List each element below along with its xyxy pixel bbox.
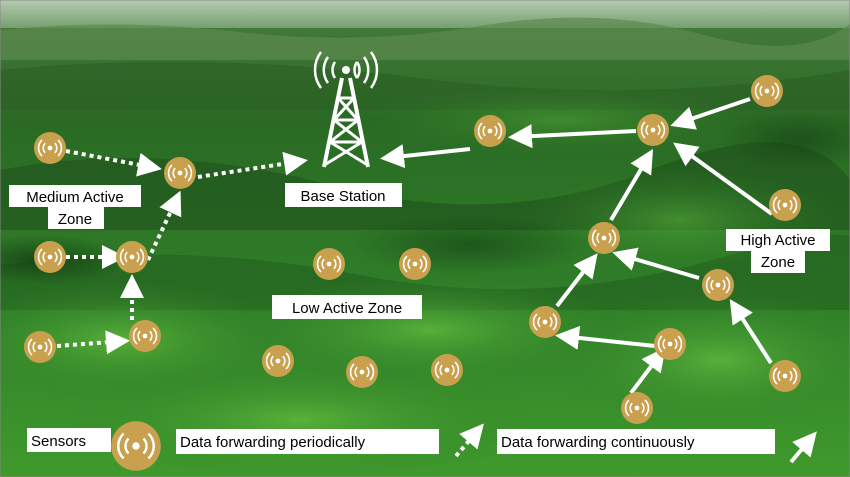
low-zone-label: Low Active Zone — [272, 295, 422, 319]
svg-text:Base Station: Base Station — [300, 188, 385, 205]
legend-continuous: Data forwarding continuously — [497, 429, 817, 464]
svg-text:Sensors: Sensors — [31, 433, 86, 450]
sensor-icon — [261, 344, 295, 378]
sensor-icon — [115, 240, 149, 274]
continuous-link — [555, 253, 598, 308]
sensor-icon — [750, 74, 784, 108]
svg-text:Zone: Zone — [761, 254, 795, 271]
sensor-broadcast-icon — [109, 419, 163, 473]
continuous-link — [673, 142, 774, 216]
continuous-link — [612, 247, 700, 280]
sensor-icon — [653, 327, 687, 361]
continuous-link — [729, 298, 773, 365]
solid-arrow-icon — [789, 431, 817, 464]
sensor-icon — [473, 114, 507, 148]
sensor-icon — [128, 319, 162, 353]
periodic-link — [146, 190, 182, 261]
sensor-icon — [620, 391, 654, 425]
continuous-link — [508, 124, 637, 149]
sensor-icon — [33, 240, 67, 274]
svg-text:Low Active Zone: Low Active Zone — [292, 300, 402, 317]
sensor-icon — [528, 305, 562, 339]
base-station-label: Base Station — [285, 183, 402, 207]
continuous-links — [380, 97, 774, 395]
sensor-icon — [23, 330, 57, 364]
periodic-link — [56, 330, 130, 355]
medium-zone-label: Medium Active Zone — [9, 185, 141, 229]
sensor-icon — [430, 353, 464, 387]
sensor-icon — [33, 131, 67, 165]
legend-sensors: Sensors — [27, 419, 163, 473]
sensor-icon — [768, 359, 802, 393]
continuous-link — [609, 148, 654, 222]
sensor-icon — [398, 247, 432, 281]
svg-text:Data forwarding continuously: Data forwarding continuously — [501, 434, 695, 451]
high-zone-label: High Active Zone — [726, 229, 830, 273]
sensor-icon — [312, 247, 346, 281]
base-station-tower-icon — [313, 51, 379, 168]
sensor-icon — [587, 221, 621, 255]
continuous-link — [555, 325, 656, 350]
svg-text:Data forwarding periodically: Data forwarding periodically — [180, 434, 366, 451]
periodic-link — [65, 149, 162, 177]
dotted-arrow-icon — [454, 423, 484, 458]
sensor-icon — [701, 268, 735, 302]
sensors — [23, 74, 802, 425]
sensor-icon — [636, 113, 670, 147]
svg-text:Zone: Zone — [58, 211, 92, 228]
sensor-icon — [163, 156, 197, 190]
svg-text:High Active: High Active — [740, 232, 815, 249]
continuous-link — [629, 347, 666, 395]
svg-text:Medium Active: Medium Active — [26, 189, 124, 206]
periodic-links — [56, 149, 308, 355]
sensor-icon — [768, 188, 802, 222]
legend: Sensors Data forwarding periodically Dat… — [27, 419, 817, 473]
legend-periodic: Data forwarding periodically — [176, 423, 484, 458]
sensor-icon — [345, 355, 379, 389]
continuous-link — [380, 144, 471, 169]
periodic-link — [197, 151, 308, 179]
continuous-link — [670, 97, 751, 130]
